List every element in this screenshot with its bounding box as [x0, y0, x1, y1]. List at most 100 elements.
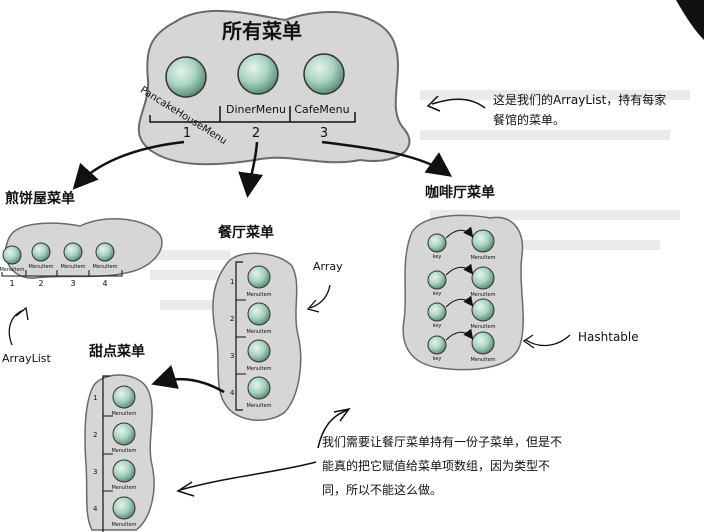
arraylist-note-line2: 餐馆的菜单。	[493, 112, 565, 127]
diner-item-label-2: MenuItem	[246, 329, 271, 335]
pancake-menu-ball	[165, 56, 207, 98]
diner-index-2: 2	[230, 315, 234, 323]
dessert-index-2: 2	[93, 431, 97, 439]
cafe-link-3	[445, 295, 474, 308]
diner-array-arrow	[309, 284, 331, 309]
dessert-item-4	[112, 496, 136, 520]
diner-item-label-3: MenuItem	[246, 366, 271, 372]
bottom-note-arrow-left	[179, 461, 317, 491]
bottom-note-line1: 我们需要让餐厅菜单持有一份子菜单，但是不	[322, 434, 562, 449]
all-menus-blob	[137, 9, 411, 166]
all-menus-index-2: 2	[252, 126, 260, 141]
cafe-hashtable-arrowhead	[522, 334, 535, 349]
dessert-item-1	[112, 385, 136, 409]
arraylist-note-arrowhead	[426, 95, 441, 112]
dessert-item-3	[112, 459, 136, 483]
diner-menu-label: DinerMenu	[226, 103, 286, 116]
arrow-to-dessert-menu	[151, 365, 225, 394]
cafe-hashtable-arrow	[525, 334, 571, 347]
bottom-note-arrow-up	[317, 409, 349, 449]
diner-index-4: 4	[230, 389, 235, 397]
diner-menu-ball	[237, 53, 279, 95]
arraylist-note-line1: 这是我们的ArrayList，持有每家	[493, 92, 666, 107]
diner-index-3: 3	[230, 352, 234, 360]
dessert-item-label-4: MenuItem	[111, 522, 136, 528]
cafe-item-1	[471, 229, 495, 253]
diner-menu-blob	[212, 252, 302, 422]
cafe-link-1	[445, 226, 474, 239]
diner-array-bracket	[235, 261, 243, 411]
dessert-item-2	[112, 422, 136, 446]
pancake-item-label-2: MenuItem	[28, 264, 53, 270]
cafe-menu-label: CafeMenu	[294, 103, 349, 116]
cafe-hashtable-label: Hashtable	[578, 330, 639, 344]
cafe-item-label-4: MenuItem	[470, 357, 495, 363]
pancake-index-2: 2	[38, 279, 43, 288]
background-texture	[120, 90, 690, 310]
diner-item-label-1: MenuItem	[246, 292, 271, 298]
dessert-index-4: 4	[93, 505, 98, 513]
diner-item-label-4: MenuItem	[246, 403, 271, 409]
bottom-note-line3: 同，所以不能这么做。	[322, 482, 442, 497]
diner-item-3	[247, 339, 271, 363]
bottom-note-arrowhead-up	[333, 407, 351, 422]
pancake-index-3: 3	[70, 279, 75, 288]
cafe-key-2	[427, 270, 447, 290]
cafe-item-label-3: MenuItem	[470, 324, 495, 330]
all-menus-group: 所有菜单 PancakeHouseMenu DinerMenu CafeMenu…	[137, 9, 411, 166]
diner-item-4	[247, 376, 271, 400]
cafe-item-3	[471, 298, 495, 322]
cafe-link-2	[445, 263, 474, 276]
diner-item-2	[247, 302, 271, 326]
pancake-item-2	[31, 242, 51, 262]
dessert-array-bracket	[102, 375, 110, 532]
pancake-item-label-3: MenuItem	[60, 264, 85, 270]
all-menus-title: 所有菜单	[222, 19, 302, 43]
dessert-item-label-1: MenuItem	[111, 411, 136, 417]
cafe-key-label-1: key	[433, 254, 442, 260]
cafe-item-label-2: MenuItem	[470, 292, 495, 298]
dessert-menu-group: 甜点菜单 MenuItem MenuItem MenuItem MenuItem…	[84, 343, 155, 532]
cafe-link-4	[445, 328, 474, 341]
all-menus-array-baseline	[149, 112, 356, 123]
diner-item-1	[247, 265, 271, 289]
cafe-key-1	[427, 233, 447, 253]
dessert-index-3: 3	[93, 468, 97, 476]
cafe-key-label-3: key	[433, 323, 442, 329]
bottom-note-arrowhead-left	[176, 481, 195, 497]
diner-menu-title: 餐厅菜单	[217, 224, 274, 241]
cafe-menu-ball	[303, 53, 345, 95]
all-menus-index-3: 3	[320, 126, 328, 141]
pancake-item-label-1: MenuItem	[0, 267, 25, 273]
pancake-array-baseline	[1, 270, 123, 277]
cafe-menu-blob	[402, 214, 524, 371]
pancake-menu-items: MenuItem MenuItem MenuItem MenuItem	[0, 242, 118, 273]
cafe-key-label-4: key	[433, 356, 442, 362]
diner-array-arrowhead	[306, 299, 320, 313]
cafe-item-2	[471, 266, 495, 290]
cafe-item-4	[471, 331, 495, 355]
arraylist-note-arrow	[431, 98, 486, 109]
bottom-note-line2: 能真的把它赋值给菜单项数组，因为类型不	[322, 458, 550, 473]
arrow-to-diner-menu	[238, 141, 264, 198]
pancake-item-3	[63, 242, 83, 262]
dessert-menu-title: 甜点菜单	[89, 343, 145, 360]
pancake-arraylist-arrowhead	[15, 306, 29, 321]
cafe-key-label-2: key	[433, 291, 442, 297]
dessert-menu-blob	[84, 374, 155, 531]
cafe-key-4	[427, 335, 447, 355]
pancake-item-1	[2, 245, 22, 265]
arrow-to-pancake-menu	[72, 140, 185, 190]
pancake-menu-blob	[4, 218, 163, 279]
pancake-index-4: 4	[102, 279, 107, 288]
arrow-to-cafe-menu	[321, 140, 453, 177]
cafe-menu-pairs: key key key key MenuItem MenuItem MenuIt…	[427, 226, 496, 363]
pancake-index-1: 1	[9, 279, 14, 288]
cafe-menu-group: 咖啡厅菜单 key key key key MenuItem MenuItem …	[402, 184, 639, 371]
pancake-menu-title: 煎饼屋菜单	[5, 190, 75, 207]
cafe-menu-title: 咖啡厅菜单	[425, 184, 495, 201]
pancake-arraylist-label: ArrayList	[2, 352, 52, 365]
pancake-item-4	[95, 242, 115, 262]
cafe-item-label-1: MenuItem	[470, 255, 495, 261]
